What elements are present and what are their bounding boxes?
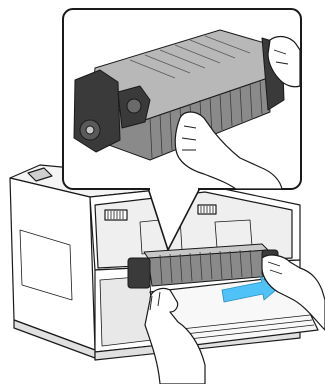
fuser-left-latch xyxy=(128,258,150,288)
fuser-left-end xyxy=(74,70,120,152)
callout-seam xyxy=(150,186,198,190)
